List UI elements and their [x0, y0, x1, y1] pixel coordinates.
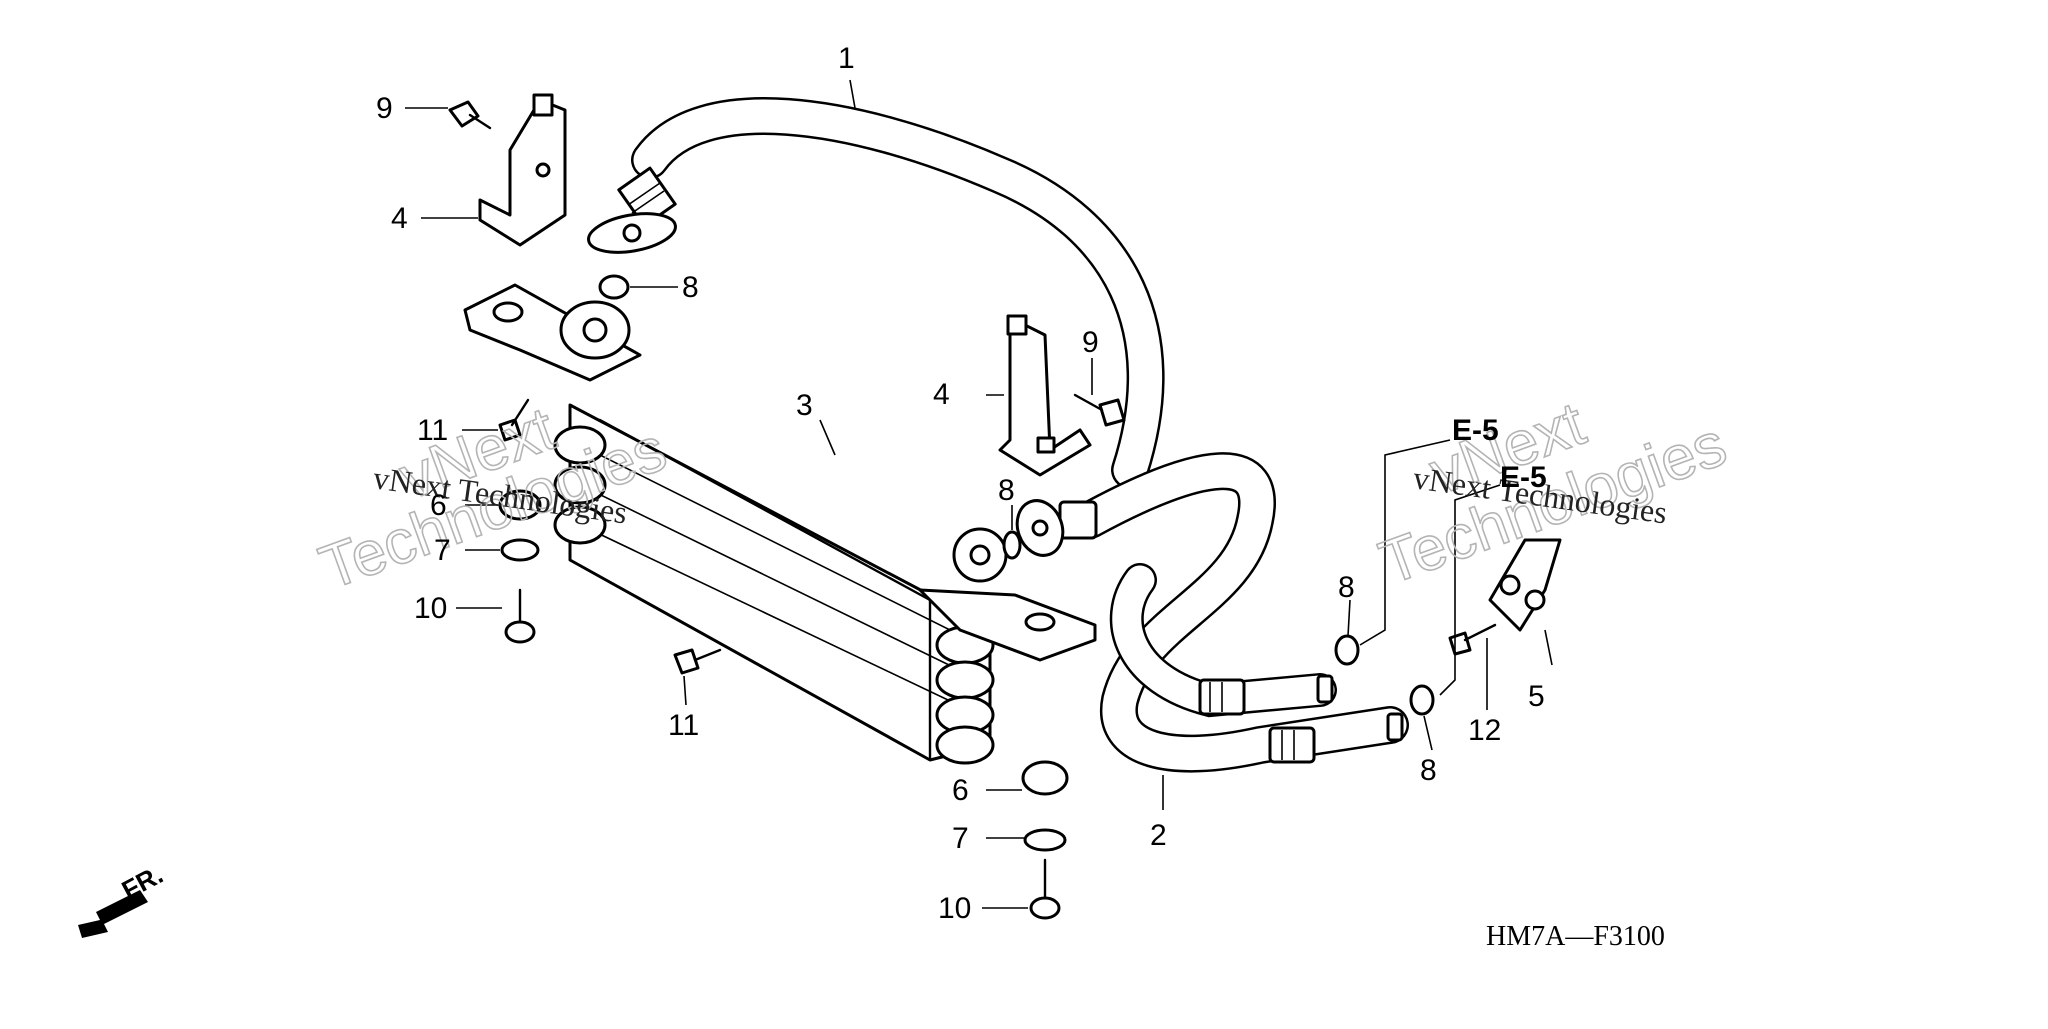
callout-8-middle: 8 [998, 474, 1015, 507]
bracket-left [478, 93, 567, 247]
reference-e5-upper: E-5 [1452, 414, 1499, 447]
stay-plate [1488, 538, 1562, 632]
callout-6-left: 6 [430, 489, 447, 522]
callouts: 1 2 3 4 4 5 6 6 7 7 8 8 8 8 9 9 10 10 11… [376, 42, 1547, 925]
callout-11-lower: 11 [668, 709, 699, 742]
bolt-9-right [1073, 393, 1126, 427]
callout-12: 12 [1468, 714, 1501, 747]
callout-10-right: 10 [938, 892, 971, 925]
reference-e5-lower: E-5 [1500, 461, 1547, 494]
front-direction-arrow: FR. [78, 859, 168, 938]
o-ring-8-right-a [1334, 634, 1360, 666]
callout-2: 2 [1150, 819, 1167, 852]
callout-8-right-b: 8 [1420, 754, 1437, 787]
bolt-11-lower [673, 648, 722, 675]
callout-7-left: 7 [434, 534, 451, 567]
callout-4-right: 4 [933, 378, 950, 411]
callout-1: 1 [838, 42, 855, 75]
grommet-6-right [1021, 760, 1069, 796]
callout-11-upper: 11 [417, 414, 448, 447]
bolt-10-left [504, 588, 536, 644]
oil-cooler-hose-upper [587, 97, 1165, 489]
o-ring-8-right-b [1409, 684, 1435, 716]
collar-7-left [500, 538, 540, 562]
oil-cooler-core [463, 283, 1097, 765]
bolt-9-upper [448, 100, 492, 130]
callout-10-left: 10 [414, 592, 447, 625]
bolt-11-upper [498, 398, 530, 442]
callout-9-upper: 9 [376, 92, 393, 125]
grommet-6-left [498, 489, 542, 521]
front-arrow-icon [78, 890, 148, 938]
callout-9-right: 9 [1082, 326, 1099, 359]
collar-7-right [1023, 828, 1067, 852]
leader-lines [405, 79, 1553, 909]
diagram-code: HM7A—F3100 [1486, 921, 1665, 952]
bolt-10-right [1029, 858, 1061, 920]
o-ring-8-upper [598, 274, 630, 300]
callout-8-upper: 8 [682, 271, 699, 304]
o-ring-8-middle [1002, 530, 1022, 560]
callout-8-right-a: 8 [1338, 571, 1355, 604]
callout-6-right: 6 [952, 774, 969, 807]
callout-3: 3 [796, 389, 813, 422]
callout-5: 5 [1528, 680, 1545, 713]
oil-cooler-hose-lower [1015, 452, 1409, 773]
bolt-12 [1448, 623, 1497, 656]
bracket-right [998, 314, 1092, 477]
callout-7-right: 7 [952, 822, 969, 855]
callout-4-left: 4 [391, 202, 408, 235]
